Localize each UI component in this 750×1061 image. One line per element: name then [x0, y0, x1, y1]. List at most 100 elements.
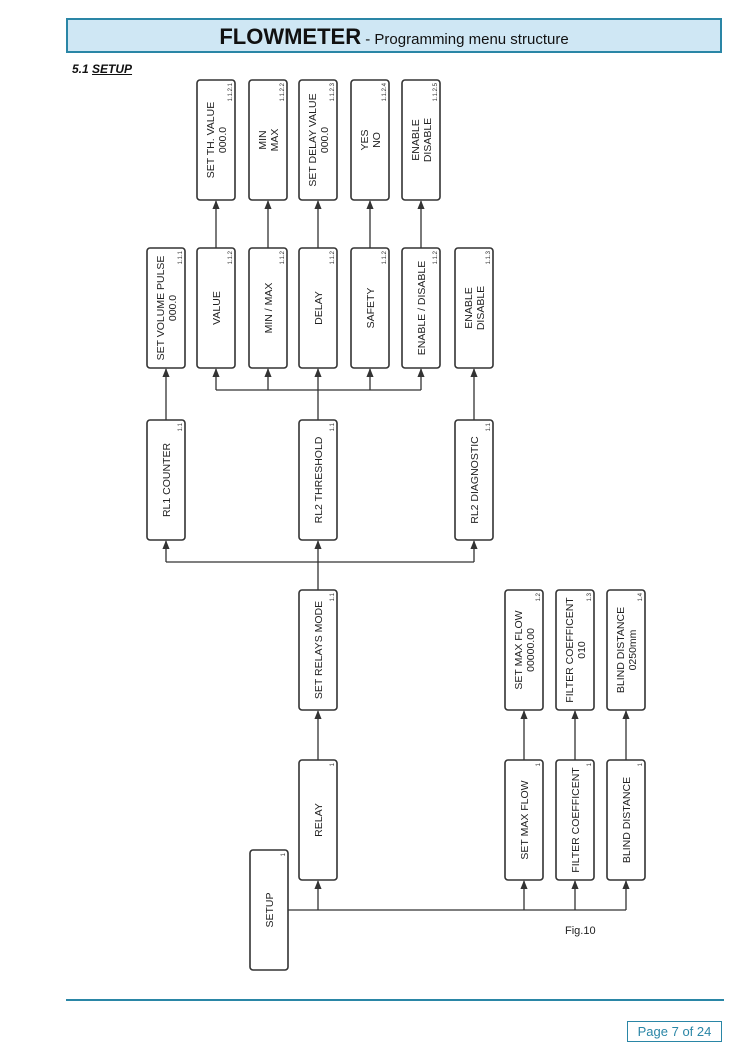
menu-box-id: 1 [536, 762, 542, 766]
menu-box-label: SET TH. VALUE [205, 102, 217, 178]
menu-box: DELAY 1.1.2 [298, 247, 338, 369]
menu-box-label: DISABLE [475, 286, 487, 330]
menu-box-frame [504, 759, 544, 881]
menu-box-frame [504, 589, 544, 711]
menu-box-label: RL2 DIAGNOSTIC [469, 436, 481, 524]
footer-divider [66, 999, 724, 1001]
menu-box-frame [196, 247, 236, 369]
menu-box-label: DELAY [313, 291, 325, 325]
menu-box-label: SET MAX FLOW [513, 610, 525, 689]
menu-box: SAFETY 1.1.2 [350, 247, 390, 369]
menu-box-frame [249, 849, 289, 971]
menu-box-label: 010 [576, 641, 588, 659]
menu-box-label: SET VOLUME PULSE [155, 256, 167, 361]
menu-box-label: 000.0 [319, 127, 331, 153]
menu-box-label: MIN / MAX [263, 283, 275, 334]
figure-caption: Fig.10 [565, 925, 596, 937]
menu-box: BLIND DISTANCE 1 [606, 759, 646, 881]
menu-box-frame [555, 589, 595, 711]
menu-box-frame [298, 79, 338, 201]
menu-box-id: 1 [638, 762, 644, 766]
menu-box: SETUP 1 [249, 849, 289, 971]
menu-box-id: 1.1 [178, 422, 184, 431]
menu-box-id: 1 [281, 852, 287, 856]
menu-box-label: VALUE [211, 291, 223, 325]
menu-box-frame [350, 247, 390, 369]
section-number: 5.1 [72, 62, 93, 76]
menu-box: RL2 DIAGNOSTIC 1.1 [454, 419, 494, 541]
menu-box-label: SET MAX FLOW [519, 780, 531, 859]
page-header: FLOWMETER - Programming menu structure [66, 18, 722, 53]
menu-box-label: BLIND DISTANCE [621, 777, 633, 863]
menu-box-id: 1.1.2 [433, 250, 439, 264]
menu-box-frame [298, 419, 338, 541]
menu-box: RELAY 1 [298, 759, 338, 881]
menu-box-id: 1.1 [486, 422, 492, 431]
menu-box-label: 000.0 [167, 295, 179, 321]
menu-box-label: SET RELAYS MODE [313, 601, 325, 699]
menu-box-id: 1.1 [330, 592, 336, 601]
section-heading: 5.1 SETUP [72, 62, 132, 76]
menu-box-id: 1.1.2.2 [280, 82, 286, 101]
menu-box-id: 1 [587, 762, 593, 766]
menu-box-label: SETUP [264, 892, 276, 927]
menu-box-id: 1.1.1 [178, 250, 184, 264]
menu-box-id: 1.1.2 [330, 250, 336, 264]
menu-box-id: 1.1.2 [280, 250, 286, 264]
menu-box-frame [606, 589, 646, 711]
menu-box-id: 1.1.2.1 [228, 82, 234, 101]
menu-box-frame [146, 247, 186, 369]
menu-box-id: 1.3 [587, 592, 593, 601]
menu-box: SET MAX FLOW 1 [504, 759, 544, 881]
menu-box-id: 1 [330, 762, 336, 766]
menu-box-label: RL1 COUNTER [161, 443, 173, 518]
menu-box-label: 0250mm [627, 629, 639, 670]
menu-box-frame [401, 79, 441, 201]
menu-box-id: 1.2 [536, 592, 542, 601]
menu-box-id: 1.1 [330, 422, 336, 431]
header-title: FLOWMETER [219, 24, 362, 49]
menu-box-id: 1.4 [638, 592, 644, 601]
header-subtitle: - Programming menu structure [361, 31, 569, 48]
menu-box: RL2 THRESHOLD 1.1 [298, 419, 338, 541]
menu-box-frame [606, 759, 646, 881]
menu-box-frame [196, 79, 236, 201]
menu-box-frame [454, 419, 494, 541]
menu-box-frame [350, 79, 390, 201]
menu-box-label: 000.0 [217, 127, 229, 153]
menu-box-label: SAFETY [365, 288, 377, 329]
menu-box-label: BLIND DISTANCE [615, 607, 627, 693]
menu-box-label: NO [371, 132, 383, 148]
menu-box-label: YES [359, 129, 371, 150]
menu-box: SET RELAYS MODE 1.1 [298, 589, 338, 711]
menu-box-frame [454, 247, 494, 369]
menu-box-id: 1.1.3 [486, 250, 492, 264]
menu-box-label: MIN [257, 130, 269, 149]
menu-box-label: MAX [269, 129, 281, 152]
menu-box-frame [401, 247, 441, 369]
section-title: SETUP [92, 62, 133, 76]
menu-box: MIN / MAX 1.1.2 [248, 247, 288, 369]
menu-box-frame [298, 589, 338, 711]
menu-box-label: RL2 THRESHOLD [313, 436, 325, 523]
menu-box-label: 00000.00 [525, 628, 537, 672]
menu-box-label: RELAY [313, 803, 325, 837]
menu-box: RL1 COUNTER 1.1 [146, 419, 186, 541]
menu-box-label: SET DELAY VALUE [307, 93, 319, 186]
menu-box-id: 1.1.2 [382, 250, 388, 264]
menu-box-frame [146, 419, 186, 541]
menu-box-frame [248, 79, 288, 201]
